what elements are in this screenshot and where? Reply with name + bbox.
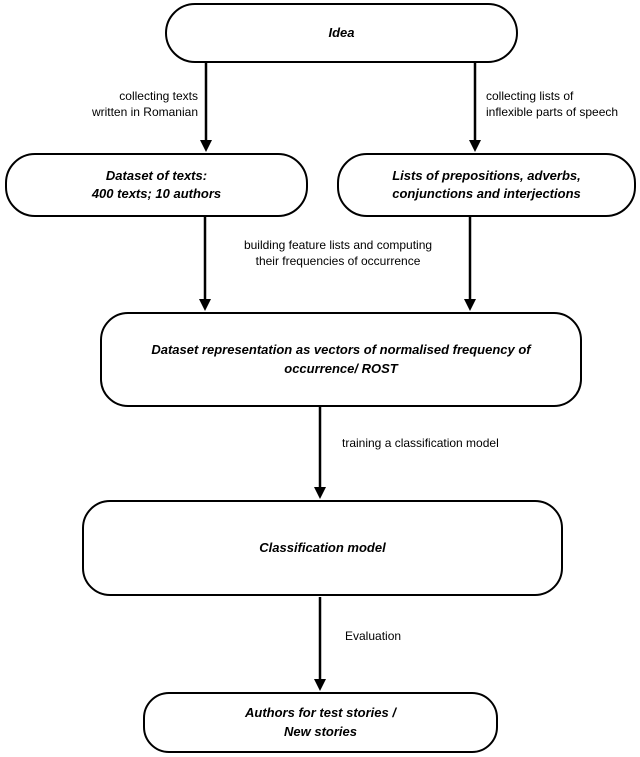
edge-label-collecting-texts: collecting texts written in Romanian (91, 89, 198, 119)
edge-label-collecting-lists: collecting lists of inflexible parts of … (486, 89, 619, 119)
node-dataset-representation-label: Dataset representation as vectors of nor… (151, 342, 531, 376)
node-classification-model: Classification model (82, 500, 563, 596)
node-lists-of-parts-of-speech: Lists of prepositions, adverbs, conjunct… (337, 153, 636, 217)
node-lists-of-parts-of-speech-label: Lists of prepositions, adverbs, conjunct… (392, 167, 581, 201)
node-idea: Idea (165, 3, 518, 63)
node-idea-label: Idea (328, 24, 355, 40)
node-dataset-representation: Dataset representation as vectors of nor… (100, 312, 582, 407)
edge-label-building-feature-lists: building feature lists and computing the… (243, 238, 433, 268)
node-authors-for-test-stories: Authors for test stories / New stories (143, 692, 498, 753)
node-authors-for-test-stories-label: Authors for test stories / New stories (245, 705, 396, 739)
edge-label-training-model: training a classification model (342, 436, 499, 450)
edge-label-evaluation: Evaluation (345, 629, 402, 643)
node-dataset-of-texts: Dataset of texts: 400 texts; 10 authors (5, 153, 308, 217)
node-dataset-of-texts-label: Dataset of texts: 400 texts; 10 authors (91, 167, 222, 201)
node-classification-model-label: Classification model (259, 539, 386, 555)
